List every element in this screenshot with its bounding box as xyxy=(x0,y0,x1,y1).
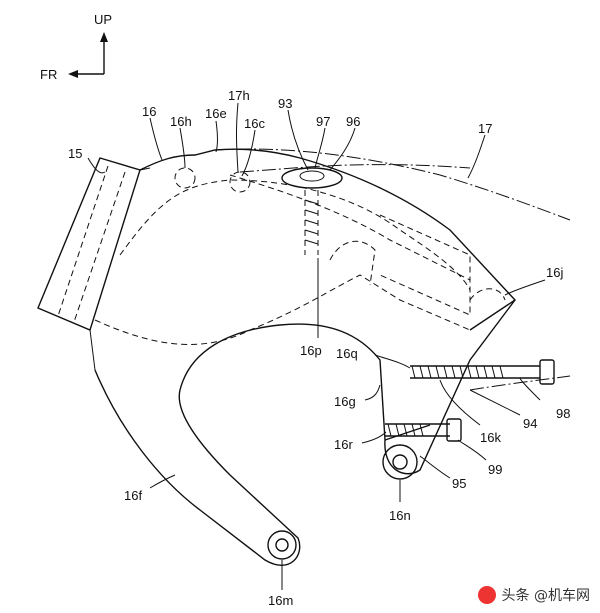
up-label: UP xyxy=(94,12,112,27)
label-16g: 16g xyxy=(334,394,356,409)
label-16: 16 xyxy=(142,104,156,119)
label-16m: 16m xyxy=(268,593,293,608)
reference-labels: 15 16 16h 16e 17h 16c 93 97 96 17 16j 16… xyxy=(68,88,570,608)
watermark: 头条 @机车网 xyxy=(477,585,590,605)
bolt-93 xyxy=(281,167,343,255)
label-17h: 17h xyxy=(228,88,250,103)
label-16j: 16j xyxy=(546,265,563,280)
bolt-99 xyxy=(385,418,462,442)
part-15 xyxy=(37,157,151,331)
part-17-frame xyxy=(214,148,571,221)
label-16p: 16p xyxy=(300,343,322,358)
pivot-16n xyxy=(382,444,418,480)
label-95: 95 xyxy=(452,476,466,491)
label-16c: 16c xyxy=(244,116,265,131)
label-16r: 16r xyxy=(334,437,353,452)
label-16h: 16h xyxy=(170,114,192,129)
label-16q: 16q xyxy=(336,346,358,361)
watermark-text: 头条 @机车网 xyxy=(501,588,590,604)
label-96: 96 xyxy=(346,114,360,129)
label-98: 98 xyxy=(556,406,570,421)
label-16e: 16e xyxy=(205,106,227,121)
watermark-logo-icon xyxy=(477,586,496,604)
label-94: 94 xyxy=(523,416,537,431)
direction-indicator: UP FR xyxy=(40,12,112,82)
leader-lines xyxy=(87,102,546,591)
label-17: 17 xyxy=(478,121,492,136)
label-97: 97 xyxy=(316,114,330,129)
label-99: 99 xyxy=(488,462,502,477)
bracket-arm xyxy=(94,299,516,566)
label-15: 15 xyxy=(68,146,82,161)
fr-label: FR xyxy=(40,67,57,82)
label-16n: 16n xyxy=(389,508,411,523)
bolt-98 xyxy=(410,359,571,391)
pivot-16m xyxy=(267,530,297,560)
label-16f: 16f xyxy=(124,488,142,503)
part-16-body xyxy=(89,148,517,371)
label-93: 93 xyxy=(278,96,292,111)
label-16k: 16k xyxy=(480,430,501,445)
